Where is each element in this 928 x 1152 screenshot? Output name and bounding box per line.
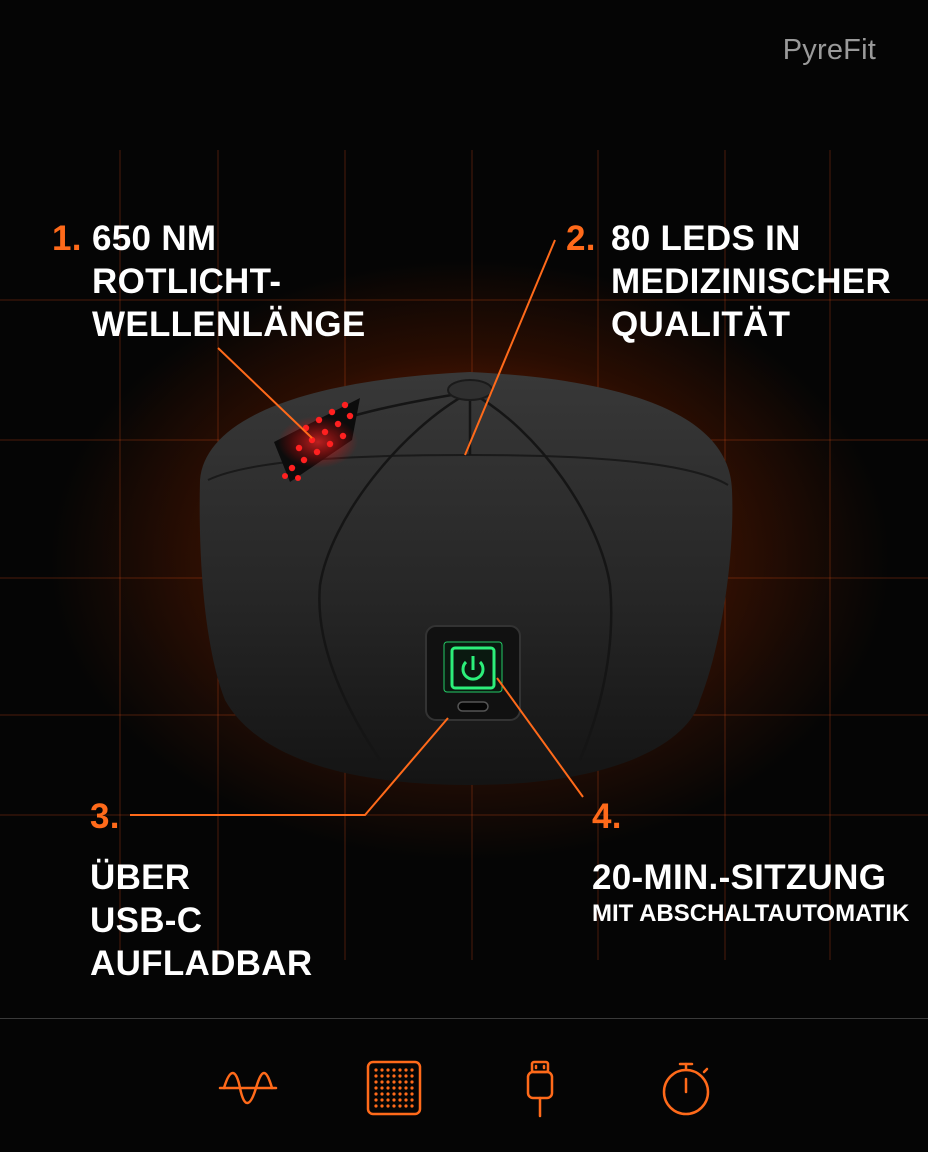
led-dot bbox=[374, 1068, 378, 1072]
led-dot bbox=[392, 1068, 396, 1072]
callout-number: 3. bbox=[90, 797, 120, 836]
led-dot bbox=[410, 1074, 414, 1078]
callout-wavelength: 1. 650 NM ROTLICHT- WELLENLÄNGE bbox=[52, 217, 366, 346]
led-dot bbox=[410, 1080, 414, 1084]
callout-leader-lines bbox=[130, 239, 584, 816]
led-dot bbox=[410, 1092, 414, 1096]
led-dot bbox=[386, 1098, 390, 1102]
led-dot bbox=[398, 1092, 402, 1096]
callout-subline: MIT ABSCHALTAUTOMATIK bbox=[592, 900, 910, 927]
led-dot bbox=[404, 1104, 408, 1108]
led-dot bbox=[380, 1080, 384, 1084]
led-grid-icon bbox=[366, 1060, 422, 1116]
control-panel bbox=[425, 625, 521, 721]
callout-leds: 2. 80 LEDS IN MEDIZINISCHER QUALITÄT bbox=[566, 217, 891, 346]
led-dot bbox=[392, 1104, 396, 1108]
led-dot bbox=[380, 1092, 384, 1096]
led-dot bbox=[380, 1086, 384, 1090]
led-dot bbox=[398, 1098, 402, 1102]
callout-line: 20-MIN.-SITZUNG bbox=[592, 858, 887, 897]
led-dot bbox=[398, 1080, 402, 1084]
red-light-cap bbox=[199, 372, 733, 785]
led-dot bbox=[410, 1104, 414, 1108]
led-dot bbox=[386, 1074, 390, 1078]
led-dot bbox=[374, 1104, 378, 1108]
led-dot bbox=[410, 1098, 414, 1102]
callout-line: ROTLICHT- bbox=[92, 262, 282, 301]
led-dot bbox=[374, 1086, 378, 1090]
callout-line: ÜBER bbox=[90, 858, 191, 897]
callout-number: 1. bbox=[52, 219, 82, 258]
led-dot bbox=[392, 1098, 396, 1102]
callout-line: QUALITÄT bbox=[611, 305, 791, 344]
led-dot bbox=[386, 1092, 390, 1096]
led-dot bbox=[380, 1068, 384, 1072]
callout-number: 2. bbox=[566, 219, 596, 258]
led-dot bbox=[374, 1080, 378, 1084]
led-dot bbox=[392, 1080, 396, 1084]
led-dot bbox=[404, 1068, 408, 1072]
led-dot bbox=[374, 1074, 378, 1078]
callout-usb-charging: 3. ÜBER USB-C AUFLADBAR bbox=[90, 795, 312, 985]
led-dot bbox=[374, 1092, 378, 1096]
led-dot bbox=[398, 1086, 402, 1090]
led-window bbox=[274, 398, 360, 482]
callout-line: AUFLADBAR bbox=[90, 944, 313, 983]
led-dot bbox=[392, 1092, 396, 1096]
callout-number: 4. bbox=[592, 797, 622, 836]
led-dot bbox=[410, 1068, 414, 1072]
led-dot bbox=[410, 1086, 414, 1090]
led-dot bbox=[398, 1068, 402, 1072]
led-dot bbox=[392, 1074, 396, 1078]
led-dot bbox=[386, 1086, 390, 1090]
led-dot bbox=[404, 1098, 408, 1102]
divider bbox=[0, 1018, 928, 1019]
led-dot bbox=[398, 1074, 402, 1078]
led-dot bbox=[380, 1104, 384, 1108]
led-dot bbox=[386, 1104, 390, 1108]
led-dot bbox=[404, 1074, 408, 1078]
callout-line: MEDIZINISCHER bbox=[611, 262, 892, 301]
led-dot bbox=[404, 1086, 408, 1090]
stopwatch-icon bbox=[662, 1062, 710, 1116]
callout-line: WELLENLÄNGE bbox=[92, 305, 366, 344]
callout-line: USB-C bbox=[90, 901, 203, 940]
wave-icon bbox=[218, 1071, 278, 1105]
callout-line: 650 NM bbox=[92, 219, 217, 258]
brand-logo: PyreFit bbox=[782, 34, 876, 66]
led-dot bbox=[380, 1098, 384, 1102]
led-dot bbox=[374, 1098, 378, 1102]
led-dot bbox=[398, 1104, 402, 1108]
led-dot bbox=[404, 1080, 408, 1084]
led-dot bbox=[380, 1074, 384, 1078]
led-dot bbox=[392, 1086, 396, 1090]
callout-session: 4. 20-MIN.-SITZUNG MIT ABSCHALTAUTOMATIK bbox=[592, 795, 909, 929]
led-dot bbox=[386, 1068, 390, 1072]
callout-line: 80 LEDS IN bbox=[611, 219, 801, 258]
led-dot bbox=[386, 1080, 390, 1084]
led-dot bbox=[404, 1092, 408, 1096]
usb-cable-icon bbox=[526, 1060, 554, 1118]
